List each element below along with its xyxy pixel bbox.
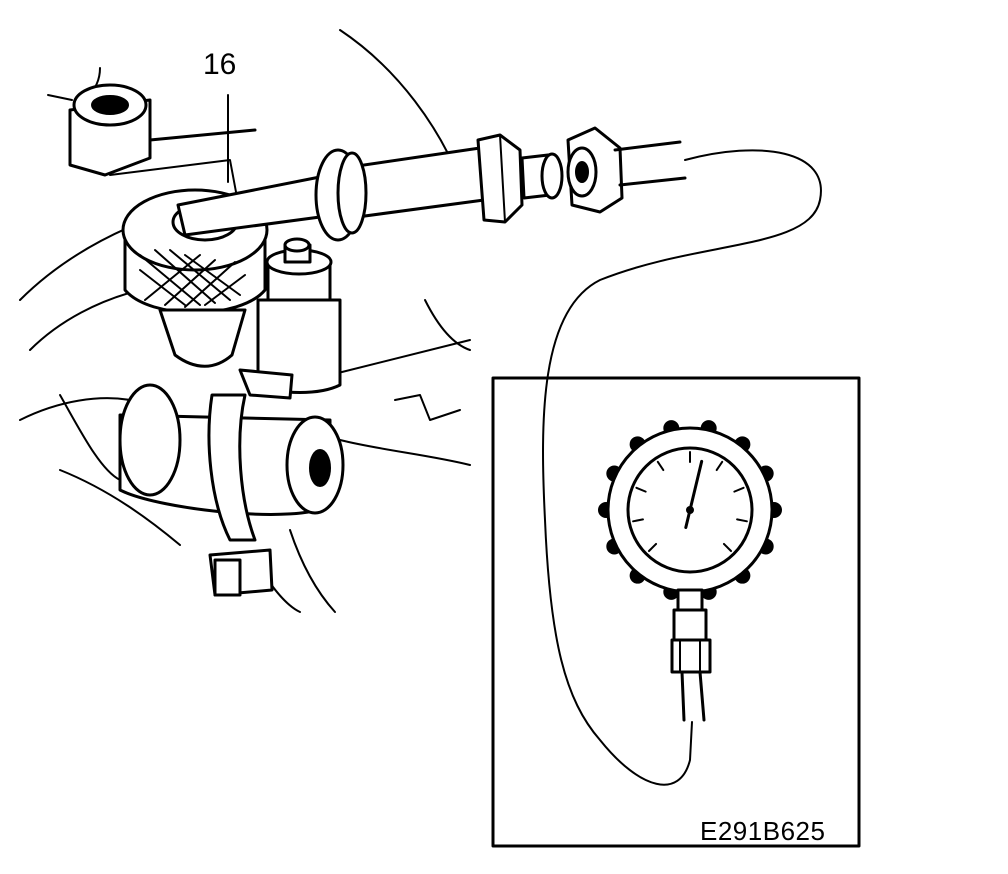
gauge-tick [647,542,658,553]
gauge-tick [635,486,647,493]
pressure-gauge [598,420,782,600]
adapter-rod [176,126,687,242]
figure-code: E291B625 [700,816,826,846]
gauge-inset [491,376,861,848]
gauge-tick [656,460,665,472]
gauge-fitting [670,588,712,722]
knurl-pattern [139,249,246,308]
upper-bracket [47,83,257,177]
clamp-assembly [118,237,345,597]
gauge-tick [733,486,745,493]
callout-number: 16 [203,48,237,81]
gauge-tick [632,518,644,523]
gauge-tick [736,518,748,523]
gauge-tick [722,542,733,553]
gauge-ticks [632,451,748,553]
gauge-tick [715,460,724,472]
pressure-hose [542,149,822,786]
gauge-needle [684,459,704,530]
